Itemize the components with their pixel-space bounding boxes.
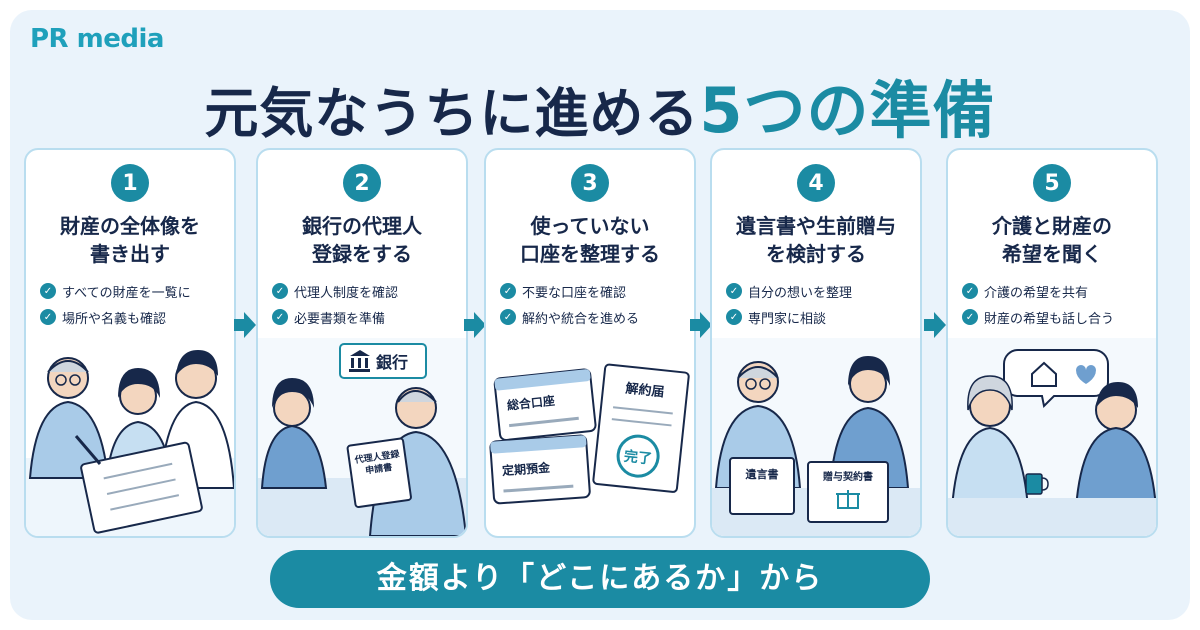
bank-illustration: 銀行 代理人登録 申請書: [258, 338, 466, 536]
step-title: 財産の全体像を 書き出す: [26, 212, 234, 268]
step-card-1: 1 財産の全体像を 書き出す ✓すべての財産を一覧に ✓場所や名義も確認: [24, 148, 236, 538]
brand-logo: PR media: [30, 24, 164, 54]
checklist: ✓介護の希望を共有 ✓財産の希望も話し合う: [962, 278, 1150, 330]
checklist: ✓すべての財産を一覧に ✓場所や名義も確認: [40, 278, 228, 330]
stamp-label: 完了: [623, 448, 653, 468]
family-talk-illustration: [948, 338, 1156, 536]
gift-icon: [836, 490, 860, 509]
step-title-line1: 遺言書や生前贈与: [736, 214, 896, 238]
check-item: ✓解約や統合を進める: [500, 304, 688, 330]
checklist: ✓不要な口座を確認 ✓解約や統合を進める: [500, 278, 688, 330]
consultation-illustration: 遺言書 贈与契約書: [712, 338, 920, 536]
check-icon: ✓: [40, 283, 56, 299]
arrow-right-icon: [690, 312, 712, 338]
check-item: ✓専門家に相談: [726, 304, 914, 330]
heart-icon: [1076, 365, 1096, 384]
check-icon: ✓: [40, 309, 56, 325]
check-icon: ✓: [726, 309, 742, 325]
step-number: 3: [571, 164, 609, 202]
doc-label: 解約届: [624, 380, 665, 400]
form-label-line2: 申請書: [365, 461, 393, 477]
step-title: 遺言書や生前贈与 を検討する: [712, 212, 920, 268]
step-title: 使っていない 口座を整理する: [486, 212, 694, 268]
house-icon: [1031, 361, 1057, 387]
check-icon: ✓: [726, 283, 742, 299]
step-title-line1: 使っていない: [530, 214, 650, 238]
step-number: 4: [797, 164, 835, 202]
mug-icon: [1025, 473, 1049, 495]
step-card-2: 2 銀行の代理人 登録をする ✓代理人制度を確認 ✓必要書類を準備 銀行 代理人…: [256, 148, 468, 538]
step-card-3: 3 使っていない 口座を整理する ✓不要な口座を確認 ✓解約や統合を進める 総合…: [484, 148, 696, 538]
step-number: 2: [343, 164, 381, 202]
check-item: ✓代理人制度を確認: [272, 278, 460, 304]
step-title-line2: 希望を聞く: [1002, 242, 1102, 266]
check-item: ✓財産の希望も話し合う: [962, 304, 1150, 330]
title-main: 元気なうちに進める: [204, 82, 700, 145]
step-title: 銀行の代理人 登録をする: [258, 212, 466, 268]
check-icon: ✓: [962, 309, 978, 325]
check-icon: ✓: [272, 309, 288, 325]
check-item: ✓必要書類を準備: [272, 304, 460, 330]
step-number: 1: [111, 164, 149, 202]
summary-banner: 金額より「どこにあるか」から: [270, 550, 930, 608]
title-accent: 5つの準備: [699, 74, 996, 147]
bank-sign-label: 銀行: [376, 353, 408, 372]
step-title-line2: を検討する: [766, 242, 866, 266]
check-icon: ✓: [962, 283, 978, 299]
accounts-illustration: 総合口座 定期預金 解約届 完了: [489, 363, 690, 505]
check-item: ✓不要な口座を確認: [500, 278, 688, 304]
step-card-4: 4 遺言書や生前贈与 を検討する ✓自分の想いを整理 ✓専門家に相談 遺言書 贈…: [710, 148, 922, 538]
step-title-line2: 口座を整理する: [520, 242, 660, 266]
step-title-line1: 財産の全体像を: [60, 214, 200, 238]
check-icon: ✓: [272, 283, 288, 299]
step-title-line1: 銀行の代理人: [302, 214, 422, 238]
card-label-a: 総合口座: [506, 393, 555, 413]
page-title: 元気なうちに進める5つの準備: [0, 60, 1200, 150]
step-card-5: 5 介護と財産の 希望を聞く ✓介護の希望を共有 ✓財産の希望も話し合う: [946, 148, 1158, 538]
arrow-right-icon: [234, 312, 256, 338]
family-illustration: [26, 350, 234, 536]
arrow-right-icon: [464, 312, 486, 338]
check-icon: ✓: [500, 283, 516, 299]
card-label-b: 定期預金: [502, 460, 552, 478]
will-label: 遺言書: [745, 467, 779, 481]
step-title-line2: 登録をする: [312, 242, 412, 266]
check-icon: ✓: [500, 309, 516, 325]
step-title-line1: 介護と財産の: [992, 214, 1112, 238]
gift-label: 贈与契約書: [823, 470, 873, 483]
check-item: ✓場所や名義も確認: [40, 304, 228, 330]
check-item: ✓介護の希望を共有: [962, 278, 1150, 304]
step-number: 5: [1033, 164, 1071, 202]
check-item: ✓すべての財産を一覧に: [40, 278, 228, 304]
bank-icon: [349, 350, 370, 372]
check-item: ✓自分の想いを整理: [726, 278, 914, 304]
checklist: ✓代理人制度を確認 ✓必要書類を準備: [272, 278, 460, 330]
step-title-line2: 書き出す: [90, 242, 170, 266]
checklist: ✓自分の想いを整理 ✓専門家に相談: [726, 278, 914, 330]
step-title: 介護と財産の 希望を聞く: [948, 212, 1156, 268]
arrow-right-icon: [924, 312, 946, 338]
